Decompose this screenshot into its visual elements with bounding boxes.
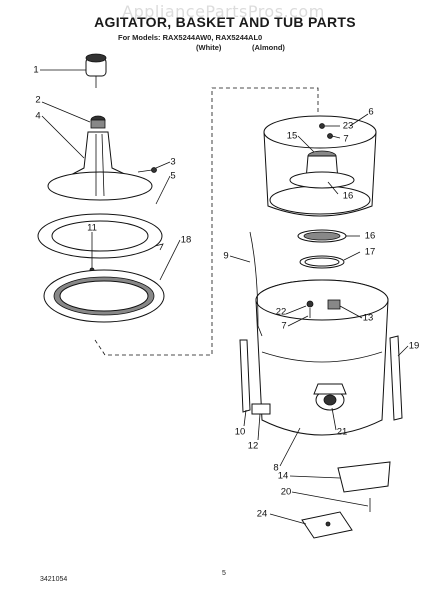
basket-hub (289, 150, 355, 189)
basket-seal (297, 229, 347, 243)
callout-3: 3 (170, 156, 176, 168)
callout-18: 18 (180, 234, 192, 246)
right-strap (389, 335, 403, 421)
tub-washer (306, 300, 314, 308)
callout-9: 9 (223, 250, 229, 262)
callout-8: 8 (273, 462, 279, 474)
tub-ring (299, 255, 345, 269)
strap (239, 339, 251, 413)
models-line: For Models: RAX5244AW0, RAX5244AL0 (118, 33, 263, 42)
callout-21: 21 (336, 426, 348, 438)
basket-washer (327, 133, 333, 139)
leader-lines (40, 69, 409, 525)
document-number: 3421054 (40, 576, 68, 583)
agitator (47, 131, 153, 201)
callout-19: 19 (408, 340, 420, 352)
callout-22: 22 (275, 306, 287, 318)
plate-hole (325, 521, 331, 527)
color-white: (White) (196, 43, 222, 52)
callout-23: 23 (342, 120, 354, 132)
basket-bolt (319, 123, 325, 129)
agitator-cap (85, 53, 107, 88)
page-number: 5 (222, 570, 226, 577)
callout-7-tub: 7 (281, 320, 287, 332)
agitator-dogs (90, 115, 106, 129)
tub-cover (43, 269, 165, 323)
callout-16-upper: 16 (342, 190, 354, 202)
callout-17: 17 (364, 246, 376, 258)
callout-11: 11 (87, 222, 97, 234)
assembly-guide-line (94, 87, 319, 356)
page-title: AGITATOR, BASKET AND TUB PARTS (94, 14, 356, 30)
watermark: AppliancePartsPros.com (122, 2, 325, 21)
bracket (251, 403, 271, 415)
callout-10: 10 (234, 426, 246, 438)
callout-16-lower: 16 (364, 230, 376, 242)
tub-clamp (327, 299, 341, 310)
callout-1: 1 (33, 64, 39, 76)
tub (255, 279, 389, 436)
agitator-screw (137, 167, 157, 173)
hose (249, 231, 263, 337)
callout-24: 24 (256, 508, 268, 520)
callout-5: 5 (170, 170, 176, 182)
callout-13: 13 (362, 312, 374, 324)
callout-7-basket: 7 (343, 133, 349, 145)
tub-drain-outlet (313, 383, 347, 411)
callout-20: 20 (280, 486, 292, 498)
callout-14: 14 (277, 470, 289, 482)
shield (337, 461, 391, 493)
callout-12: 12 (247, 440, 259, 452)
callout-2: 2 (35, 94, 41, 106)
callout-4: 4 (35, 110, 41, 122)
color-almond: (Almond) (252, 43, 285, 52)
callout-6: 6 (368, 106, 374, 118)
callout-15: 15 (286, 130, 298, 142)
seal-ring (37, 213, 164, 259)
